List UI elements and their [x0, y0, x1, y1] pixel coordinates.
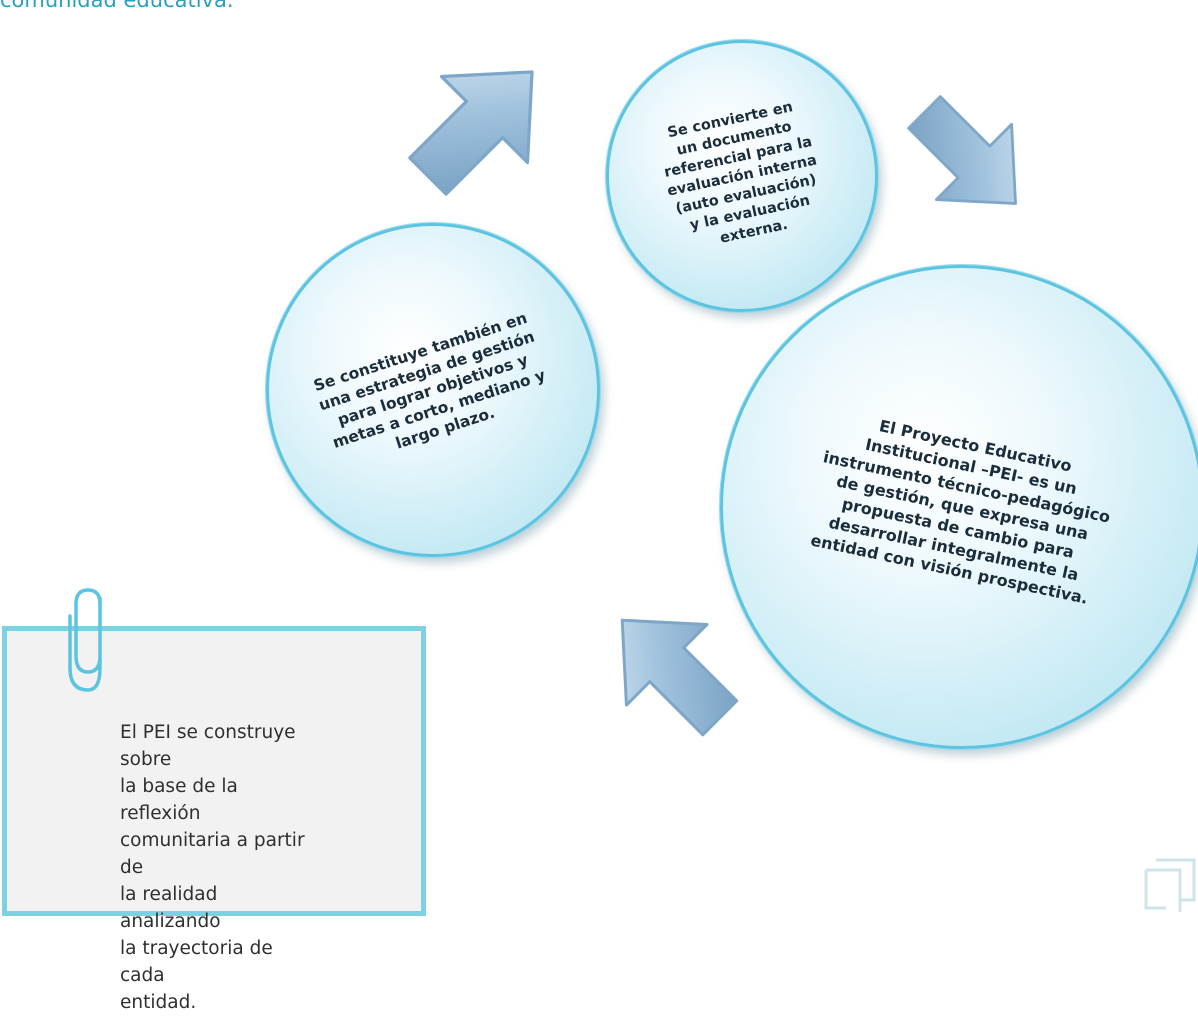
arrow-down-right-icon [907, 95, 1017, 205]
circle-evaluation-text: Se convierte en un documento referencial… [662, 98, 819, 247]
paperclip-icon [68, 588, 102, 692]
circle-pei-definition-text: El Proyecto Educativo Institucional –PEI… [808, 415, 1112, 608]
note-text: El PEI se construye sobre la base de la … [120, 722, 305, 1013]
circle-evaluation: Se convierte en un documento referencial… [606, 40, 878, 312]
corner-decoration-icon [1144, 858, 1196, 912]
intro-text: comunidad educativa. [0, 0, 234, 12]
circle-pei-definition: El Proyecto Educativo Institucional –PEI… [720, 265, 1198, 749]
circle-strategy: Se constituye también en una estrategia … [266, 223, 600, 557]
circle-strategy-text: Se constituye también en una estrategia … [311, 308, 548, 453]
arrow-up-right-icon [408, 70, 534, 196]
arrow-up-left-icon [620, 618, 739, 737]
